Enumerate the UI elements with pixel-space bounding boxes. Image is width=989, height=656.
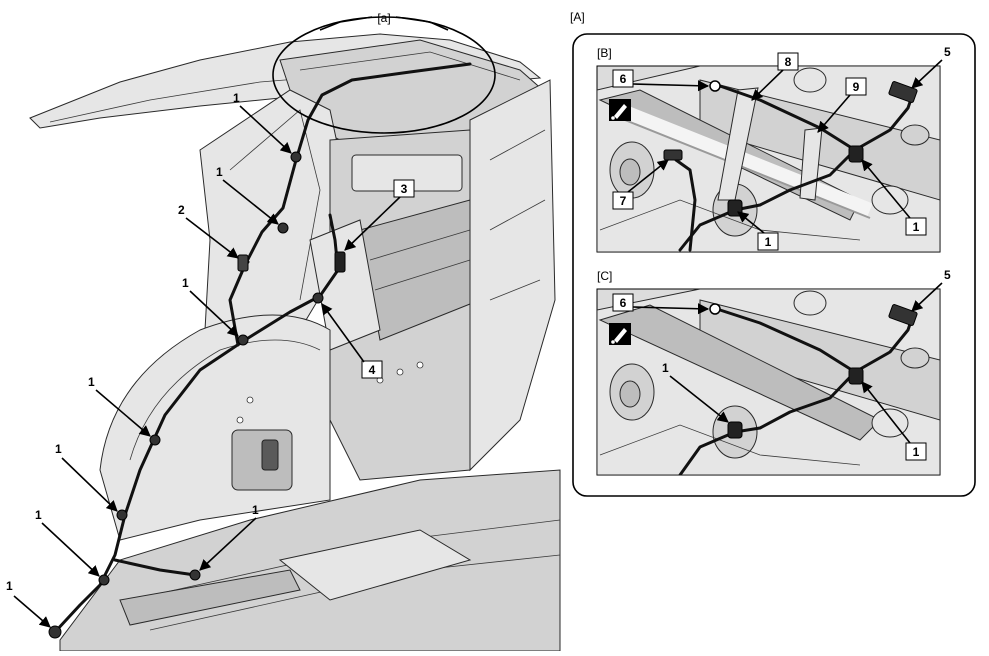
label-4: 4 xyxy=(369,363,376,377)
detail-b-label: [B] xyxy=(597,46,612,60)
detail-b: [B] xyxy=(596,45,951,253)
detail-c-label-1b: 1 xyxy=(913,445,920,459)
detail-c-label-5: 5 xyxy=(944,268,951,282)
callout-label-a: [a] xyxy=(377,11,390,25)
detail-b-label-7: 7 xyxy=(620,194,627,208)
label-1h: 1 xyxy=(252,503,259,517)
main-view-labels: 1 1 2 1 1 1 1 1 1 3 4 xyxy=(6,91,415,628)
label-1a: 1 xyxy=(233,91,240,105)
detail-c-label-1a: 1 xyxy=(662,361,669,375)
detail-b-label-8: 8 xyxy=(785,55,792,69)
detail-b-label-5: 5 xyxy=(944,45,951,59)
detail-b-label-1a: 1 xyxy=(765,235,772,249)
label-1f: 1 xyxy=(35,508,42,522)
panel-label-a: [A] xyxy=(570,10,585,24)
callout-ellipse-a xyxy=(272,16,496,134)
label-2: 2 xyxy=(178,203,185,217)
label-1g: 1 xyxy=(6,579,13,593)
label-1b: 1 xyxy=(216,165,223,179)
detail-b-label-9: 9 xyxy=(853,80,860,94)
main-view: [a] 1 1 2 1 1 1 1 1 1 3 4 xyxy=(6,11,561,652)
label-3: 3 xyxy=(401,182,408,196)
label-1e: 1 xyxy=(55,442,62,456)
detail-c-label-6: 6 xyxy=(620,296,627,310)
label-1d: 1 xyxy=(88,375,95,389)
detail-c: [C] 6 5 1 1 xyxy=(596,268,951,476)
label-1c: 1 xyxy=(182,276,189,290)
detail-b-label-6: 6 xyxy=(620,72,627,86)
detail-c-label: [C] xyxy=(597,269,612,283)
detail-b-label-1b: 1 xyxy=(913,220,920,234)
